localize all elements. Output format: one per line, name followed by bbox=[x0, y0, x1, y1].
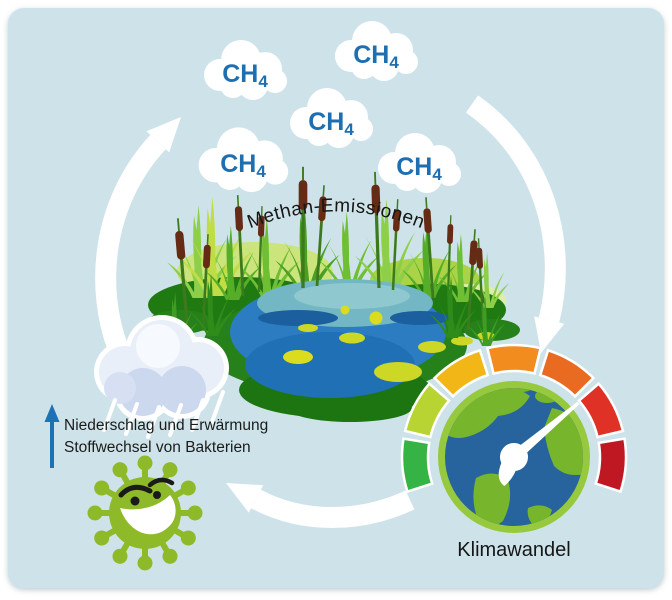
gauge-segment bbox=[432, 348, 490, 399]
climate-gauge bbox=[400, 343, 628, 533]
gauge-segment bbox=[594, 437, 628, 494]
gauge-segment bbox=[538, 348, 596, 399]
ch4-label: CH4 bbox=[220, 150, 266, 181]
ch4-cloud: CH4 bbox=[204, 40, 287, 100]
ch4-cloud: CH4 bbox=[198, 127, 289, 193]
ch4-label: CH4 bbox=[308, 108, 354, 139]
ch4-cloud: CH4 bbox=[378, 133, 461, 193]
bacteria-mouth bbox=[120, 495, 176, 535]
bacteria-icon bbox=[88, 456, 203, 571]
gauge-segment bbox=[485, 343, 543, 376]
ch4-label: CH4 bbox=[353, 41, 399, 72]
rain-cloud-icon bbox=[94, 315, 229, 439]
gauge-segment bbox=[400, 437, 434, 494]
ch4-label: CH4 bbox=[222, 60, 268, 91]
wetland-scene bbox=[148, 165, 520, 422]
info-line-2: Stoffwechsel von Bakterien bbox=[64, 439, 251, 456]
rain-streaks bbox=[102, 390, 225, 439]
ch4-cloud: CH4 bbox=[335, 21, 418, 81]
cycle-arrow-down-icon bbox=[465, 95, 566, 357]
ch4-cloud: CH4 bbox=[290, 88, 373, 148]
gauge-needle bbox=[498, 401, 580, 486]
gauge-segment bbox=[403, 381, 451, 439]
gauge-arc bbox=[400, 343, 628, 494]
cycle-arrow-left-icon bbox=[218, 469, 415, 528]
ch4-label: CH4 bbox=[396, 153, 442, 184]
ch4-clouds: CH4 CH4 CH4 CH4 CH4 bbox=[198, 21, 461, 193]
pond bbox=[230, 279, 450, 398]
gauge-label: Klimawandel bbox=[457, 539, 570, 561]
warming-arrow-icon bbox=[44, 404, 60, 468]
gauge-segment bbox=[577, 381, 625, 439]
info-line-1: Niederschlag und Erwärmung bbox=[64, 417, 268, 434]
lily-pads bbox=[283, 305, 495, 382]
cycle-arrow-up-icon bbox=[95, 106, 193, 352]
